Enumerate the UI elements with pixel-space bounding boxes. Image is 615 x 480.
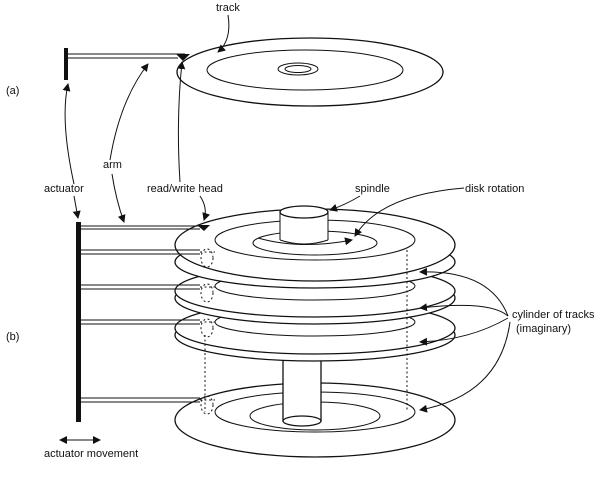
- cylinder-sub-label: (imaginary): [516, 323, 571, 335]
- arm-pointer-b: [111, 173, 126, 223]
- platter-a: [176, 37, 444, 107]
- rotation-arc: [257, 237, 353, 246]
- figure-b: (b) arm actuator read/write head spindle…: [6, 61, 595, 460]
- figure-a: track (a): [6, 2, 444, 107]
- disk-rotation-label: disk rotation: [465, 183, 524, 195]
- actuator-bar-a: [64, 48, 68, 80]
- spindle-pointer: [329, 195, 361, 212]
- cylinder-pointer-1: [419, 267, 509, 317]
- arm-label: arm: [103, 159, 122, 171]
- spindle-lower: [282, 354, 322, 422]
- read-write-head-a: [176, 54, 190, 61]
- arm-stack: [81, 225, 215, 403]
- read-write-head-label: read/write head: [147, 183, 223, 195]
- track-ring-a: [206, 49, 404, 91]
- cylinder-pointer-3: [419, 317, 509, 346]
- actuator-label: actuator: [44, 183, 84, 195]
- actuator-movement-label: actuator movement: [44, 448, 138, 460]
- cylinder-pointer-4: [419, 321, 511, 413]
- read-write-head-b: [197, 225, 210, 231]
- track-pointer: [217, 14, 230, 53]
- part-b-label: (b): [6, 331, 19, 343]
- part-a-label: (a): [6, 85, 19, 97]
- cylinder-label: cylinder of tracks: [512, 309, 595, 321]
- actuator-pointer-a: [62, 83, 75, 185]
- arm-pointer-a: [109, 63, 149, 161]
- disk-rotation-pointer: [354, 187, 465, 237]
- head-pointer-b: [199, 195, 211, 221]
- spindle-hole-a: [277, 62, 319, 76]
- actuator-bar-b: [76, 222, 81, 422]
- track-label: track: [216, 2, 240, 14]
- head-pointer-a: [177, 61, 186, 183]
- spindle-label: spindle: [355, 183, 390, 195]
- cylinder-pointer-2: [419, 303, 509, 317]
- actuator-pointer-b: [72, 195, 81, 219]
